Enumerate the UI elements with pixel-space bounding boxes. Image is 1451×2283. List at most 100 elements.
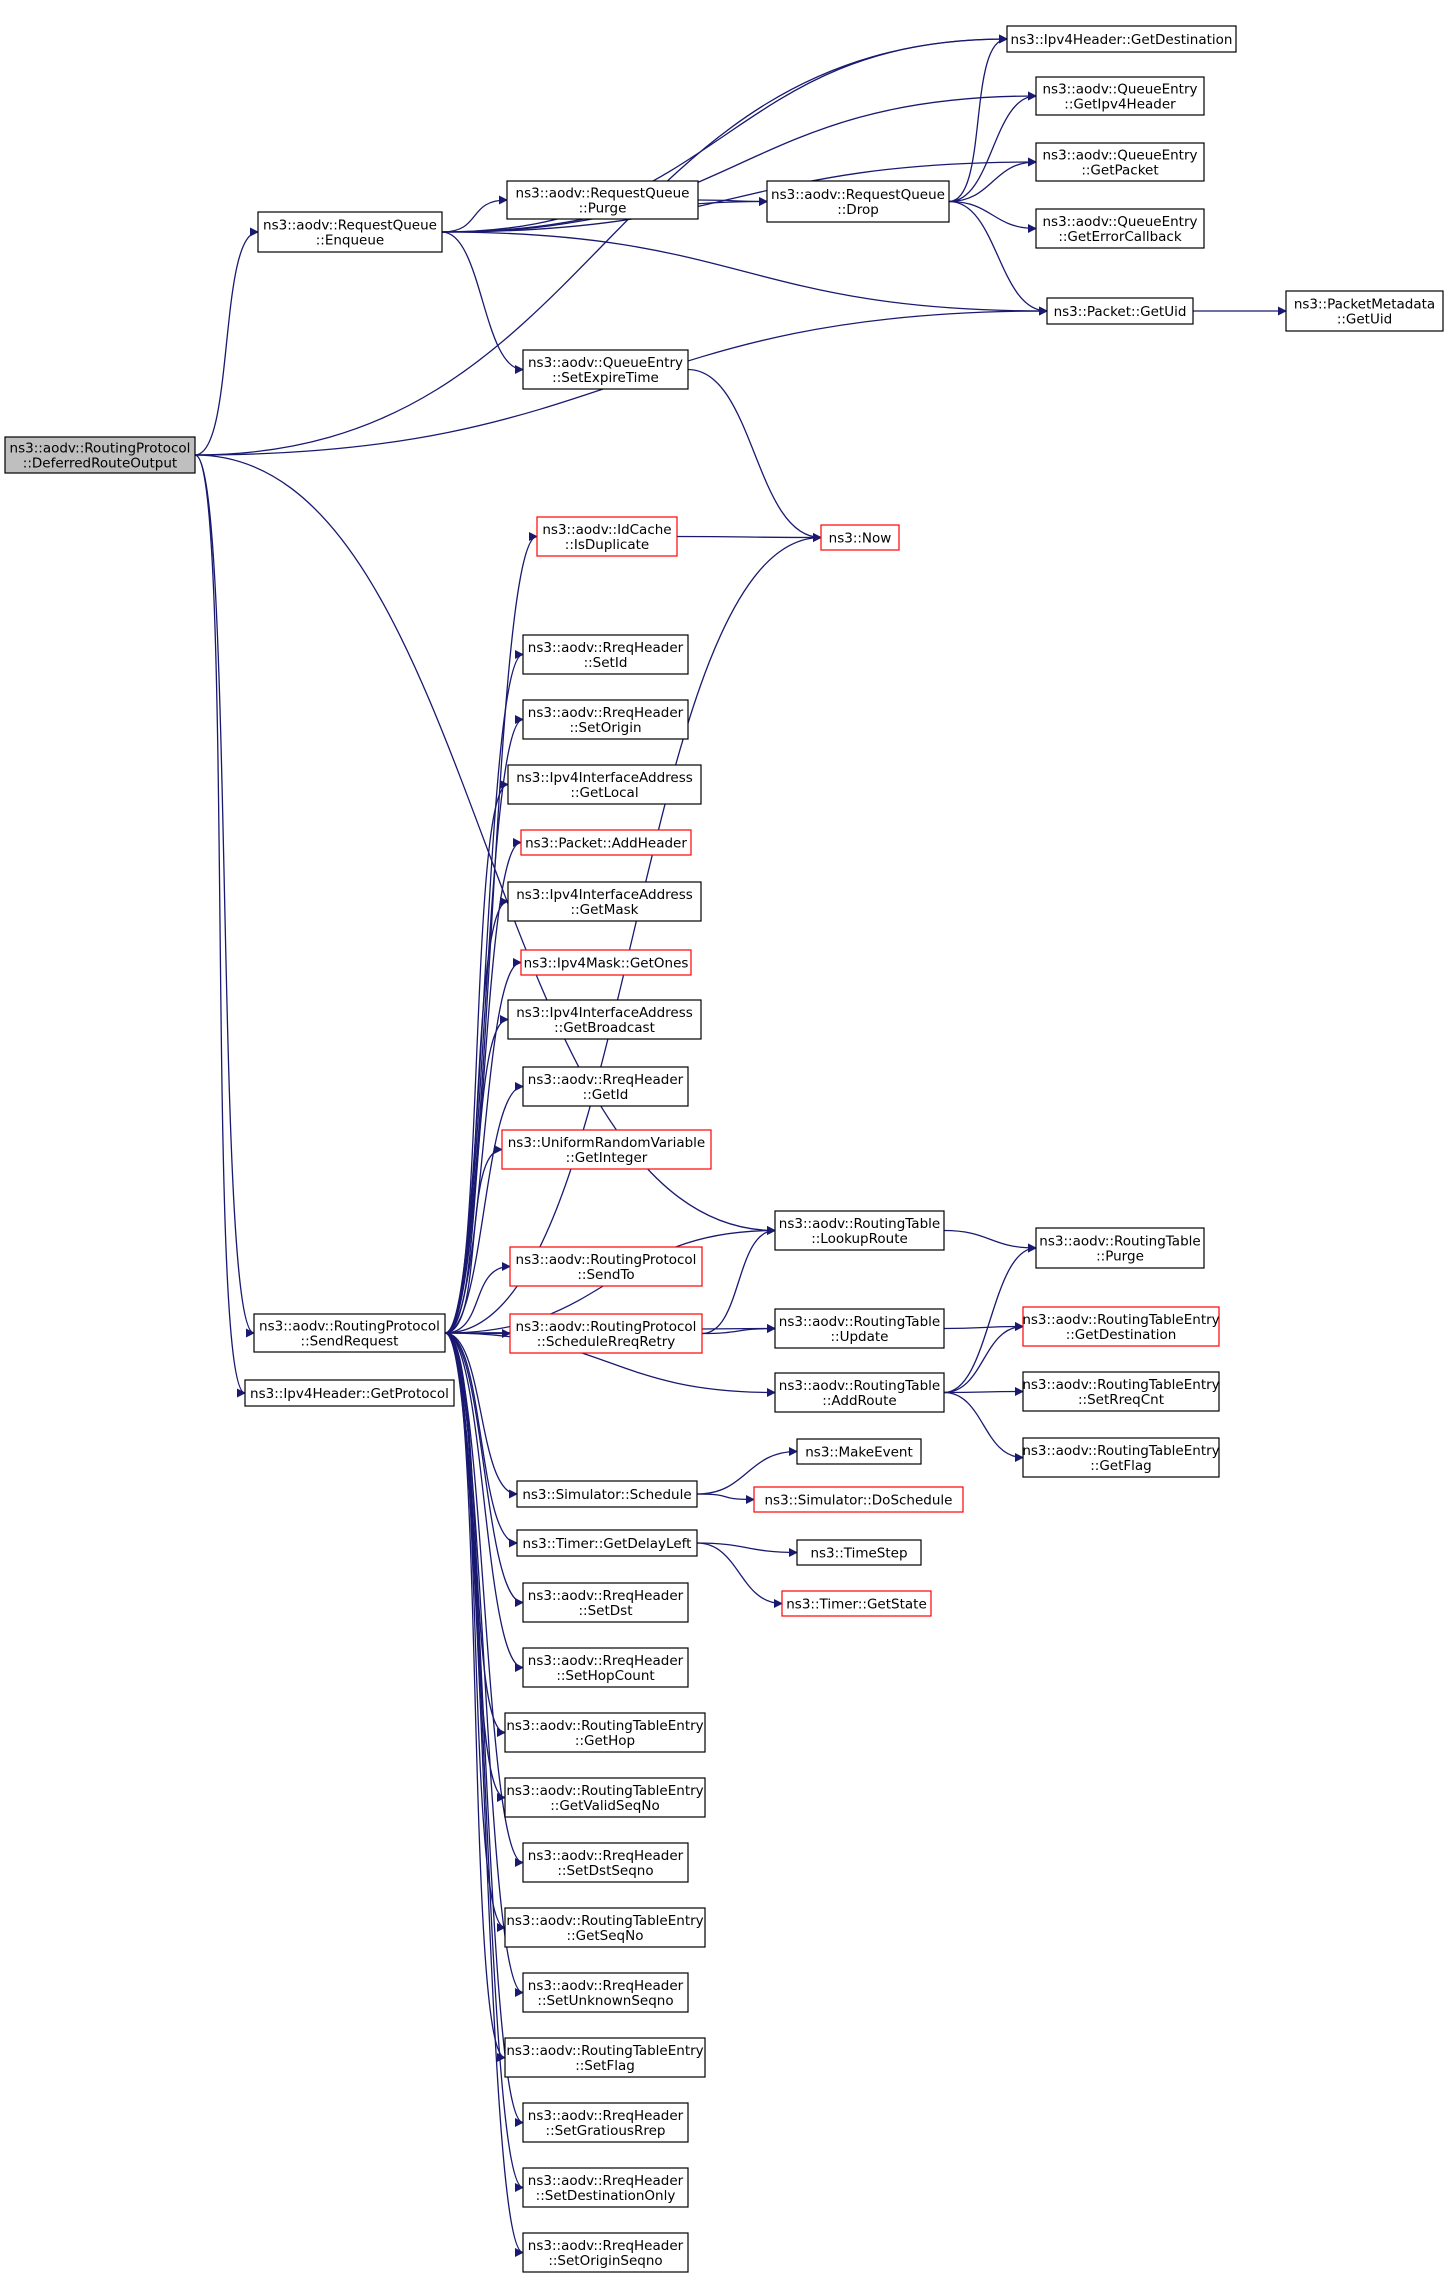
node-getbcast[interactable]: ns3::Ipv4InterfaceAddress::GetBroadcast bbox=[507, 999, 702, 1040]
node-getlocal[interactable]: ns3::Ipv4InterfaceAddress::GetLocal bbox=[507, 764, 702, 805]
node-box bbox=[504, 1712, 706, 1753]
node-label: ns3::aodv::RoutingTable bbox=[779, 1378, 940, 1394]
node-label: ::GetInteger bbox=[566, 1150, 648, 1166]
node-setid[interactable]: ns3::aodv::RreqHeader::SetId bbox=[522, 634, 689, 675]
node-purge_rq[interactable]: ns3::aodv::RequestQueue::Purge bbox=[506, 180, 699, 220]
node-getvalidseq[interactable]: ns3::aodv::RoutingTableEntry::GetValidSe… bbox=[504, 1777, 706, 1818]
node-label: ns3::Timer::GetState bbox=[786, 1597, 927, 1613]
node-drop[interactable]: ns3::aodv::RequestQueue::Drop bbox=[766, 180, 950, 223]
edge-schedule-to-makeevent bbox=[696, 1446, 798, 1495]
node-label: ns3::aodv::RoutingTableEntry bbox=[1022, 1377, 1219, 1393]
node-timestep[interactable]: ns3::TimeStep bbox=[796, 1539, 922, 1566]
node-lookup[interactable]: ns3::aodv::RoutingTable::LookupRoute bbox=[774, 1210, 945, 1251]
node-box bbox=[1035, 1227, 1205, 1269]
node-label: ns3::aodv::QueueEntry bbox=[1043, 214, 1198, 230]
node-label: ns3::aodv::RreqHeader bbox=[528, 705, 684, 721]
node-getuid[interactable]: ns3::Packet::GetUid bbox=[1046, 297, 1194, 325]
node-setunknown[interactable]: ns3::aodv::RreqHeader::SetUnknownSeqno bbox=[522, 1972, 689, 2013]
node-getdelay[interactable]: ns3::Timer::GetDelayLeft bbox=[516, 1529, 698, 1557]
node-box bbox=[520, 949, 692, 976]
node-box bbox=[501, 1129, 712, 1170]
node-box bbox=[774, 1210, 945, 1251]
node-addheader[interactable]: ns3::Packet::AddHeader bbox=[520, 829, 692, 856]
node-setdestonly[interactable]: ns3::aodv::RreqHeader::SetDestinationOnl… bbox=[522, 2167, 689, 2208]
node-makeevent[interactable]: ns3::MakeEvent bbox=[796, 1438, 922, 1465]
node-getprotocol[interactable]: ns3::Ipv4Header::GetProtocol bbox=[244, 1379, 455, 1407]
node-rte_getdest[interactable]: ns3::aodv::RoutingTableEntry::GetDestina… bbox=[1022, 1306, 1220, 1347]
edge-schedretry-to-lookup bbox=[701, 1225, 776, 1335]
edge-sendrequest-to-gethop bbox=[444, 1332, 506, 1737]
node-getipv4hdr[interactable]: ns3::aodv::QueueEntry::GetIpv4Header bbox=[1035, 76, 1205, 116]
node-getpacket[interactable]: ns3::aodv::QueueEntry::GetPacket bbox=[1035, 142, 1205, 182]
node-getinteger[interactable]: ns3::UniformRandomVariable::GetInteger bbox=[501, 1129, 712, 1170]
node-setflag[interactable]: ns3::aodv::RoutingTableEntry::SetFlag bbox=[504, 2037, 706, 2078]
node-box bbox=[4, 436, 196, 474]
edge-drop-to-getpacket bbox=[948, 157, 1037, 203]
node-update[interactable]: ns3::aodv::RoutingTable::Update bbox=[774, 1308, 945, 1349]
edge-sendrequest-to-setdst bbox=[444, 1332, 524, 1607]
node-label: ns3::Ipv4Header::GetProtocol bbox=[250, 1386, 449, 1402]
node-setdstseq[interactable]: ns3::aodv::RreqHeader::SetDstSeqno bbox=[522, 1842, 689, 1883]
node-getones[interactable]: ns3::Ipv4Mask::GetOnes bbox=[520, 949, 692, 976]
node-label: ::SetOriginSeqno bbox=[548, 2253, 662, 2269]
node-box bbox=[820, 524, 900, 551]
node-box bbox=[1022, 1437, 1220, 1478]
node-box bbox=[1035, 208, 1205, 249]
node-box bbox=[774, 1372, 945, 1413]
node-label: ::GetIpv4Header bbox=[1064, 97, 1176, 113]
node-sendto[interactable]: ns3::aodv::RoutingProtocol::SendTo bbox=[509, 1246, 703, 1287]
edge-addroute-to-rte_getdest bbox=[943, 1321, 1024, 1394]
edge-sendrequest-to-getinteger bbox=[444, 1144, 503, 1334]
node-box bbox=[522, 2102, 689, 2143]
node-label: ns3::MakeEvent bbox=[805, 1445, 913, 1461]
node-rt_purge[interactable]: ns3::aodv::RoutingTable::Purge bbox=[1035, 1227, 1205, 1269]
node-box bbox=[766, 180, 950, 223]
node-setorigin[interactable]: ns3::aodv::RreqHeader::SetOrigin bbox=[522, 699, 689, 740]
node-box bbox=[522, 1582, 689, 1623]
node-label: ns3::Ipv4InterfaceAddress bbox=[516, 887, 693, 903]
node-label: ns3::aodv::RreqHeader bbox=[528, 2238, 684, 2254]
node-now[interactable]: ns3::Now bbox=[820, 524, 900, 551]
edge-drop-to-getipv4hdr bbox=[948, 91, 1037, 203]
node-pm_getuid[interactable]: ns3::PacketMetadata::GetUid bbox=[1285, 290, 1444, 332]
node-deferred[interactable]: ns3::aodv::RoutingProtocol::DeferredRout… bbox=[4, 436, 196, 474]
node-label: ns3::Ipv4InterfaceAddress bbox=[516, 770, 693, 786]
edge-drop-to-geterrcb bbox=[948, 200, 1037, 234]
edge-sendrequest-to-getid bbox=[444, 1082, 524, 1334]
node-setrreqcnt[interactable]: ns3::aodv::RoutingTableEntry::SetRreqCnt bbox=[1022, 1371, 1220, 1412]
node-geterrcb[interactable]: ns3::aodv::QueueEntry::GetErrorCallback bbox=[1035, 208, 1205, 249]
node-label: ::SetUnknownSeqno bbox=[537, 1993, 673, 2009]
node-box bbox=[522, 1066, 689, 1107]
node-setexpire[interactable]: ns3::aodv::QueueEntry::SetExpireTime bbox=[522, 349, 689, 390]
node-enqueue[interactable]: ns3::aodv::RequestQueue::Enqueue bbox=[257, 211, 443, 253]
node-label: ns3::aodv::RoutingProtocol bbox=[10, 441, 191, 457]
node-getflag[interactable]: ns3::aodv::RoutingTableEntry::GetFlag bbox=[1022, 1437, 1220, 1478]
edge-drop-to-getdest bbox=[948, 34, 1008, 203]
node-addroute[interactable]: ns3::aodv::RoutingTable::AddRoute bbox=[774, 1372, 945, 1413]
node-box bbox=[774, 1308, 945, 1349]
node-getmask[interactable]: ns3::Ipv4InterfaceAddress::GetMask bbox=[507, 881, 702, 922]
node-doschedule[interactable]: ns3::Simulator::DoSchedule bbox=[753, 1486, 964, 1513]
node-label: ::SetFlag bbox=[575, 2058, 635, 2074]
node-gethop[interactable]: ns3::aodv::RoutingTableEntry::GetHop bbox=[504, 1712, 706, 1753]
node-schedule[interactable]: ns3::Simulator::Schedule bbox=[516, 1480, 698, 1508]
node-setdst[interactable]: ns3::aodv::RreqHeader::SetDst bbox=[522, 1582, 689, 1623]
node-box bbox=[509, 1246, 703, 1287]
node-label: ns3::aodv::QueueEntry bbox=[528, 355, 683, 371]
node-isdup[interactable]: ns3::aodv::IdCache::IsDuplicate bbox=[536, 516, 678, 557]
node-label: ::GetErrorCallback bbox=[1058, 229, 1182, 245]
node-setoriginseq[interactable]: ns3::aodv::RreqHeader::SetOriginSeqno bbox=[522, 2232, 689, 2273]
node-getstate[interactable]: ns3::Timer::GetState bbox=[781, 1590, 932, 1617]
node-getid[interactable]: ns3::aodv::RreqHeader::GetId bbox=[522, 1066, 689, 1107]
node-getseqno[interactable]: ns3::aodv::RoutingTableEntry::GetSeqNo bbox=[504, 1907, 706, 1948]
node-box bbox=[1035, 76, 1205, 116]
node-getdest[interactable]: ns3::Ipv4Header::GetDestination bbox=[1006, 25, 1237, 53]
edge-deferred-to-getdest bbox=[194, 34, 1008, 456]
node-label: ns3::aodv::RoutingTableEntry bbox=[1022, 1443, 1219, 1459]
node-box bbox=[1022, 1306, 1220, 1347]
node-sethopcount[interactable]: ns3::aodv::RreqHeader::SetHopCount bbox=[522, 1647, 689, 1688]
node-label: ::SetHopCount bbox=[556, 1668, 654, 1684]
node-sendrequest[interactable]: ns3::aodv::RoutingProtocol::SendRequest bbox=[253, 1313, 446, 1353]
node-setgratious[interactable]: ns3::aodv::RreqHeader::SetGratiousRrep bbox=[522, 2102, 689, 2143]
node-schedretry[interactable]: ns3::aodv::RoutingProtocol::ScheduleRreq… bbox=[509, 1313, 703, 1354]
